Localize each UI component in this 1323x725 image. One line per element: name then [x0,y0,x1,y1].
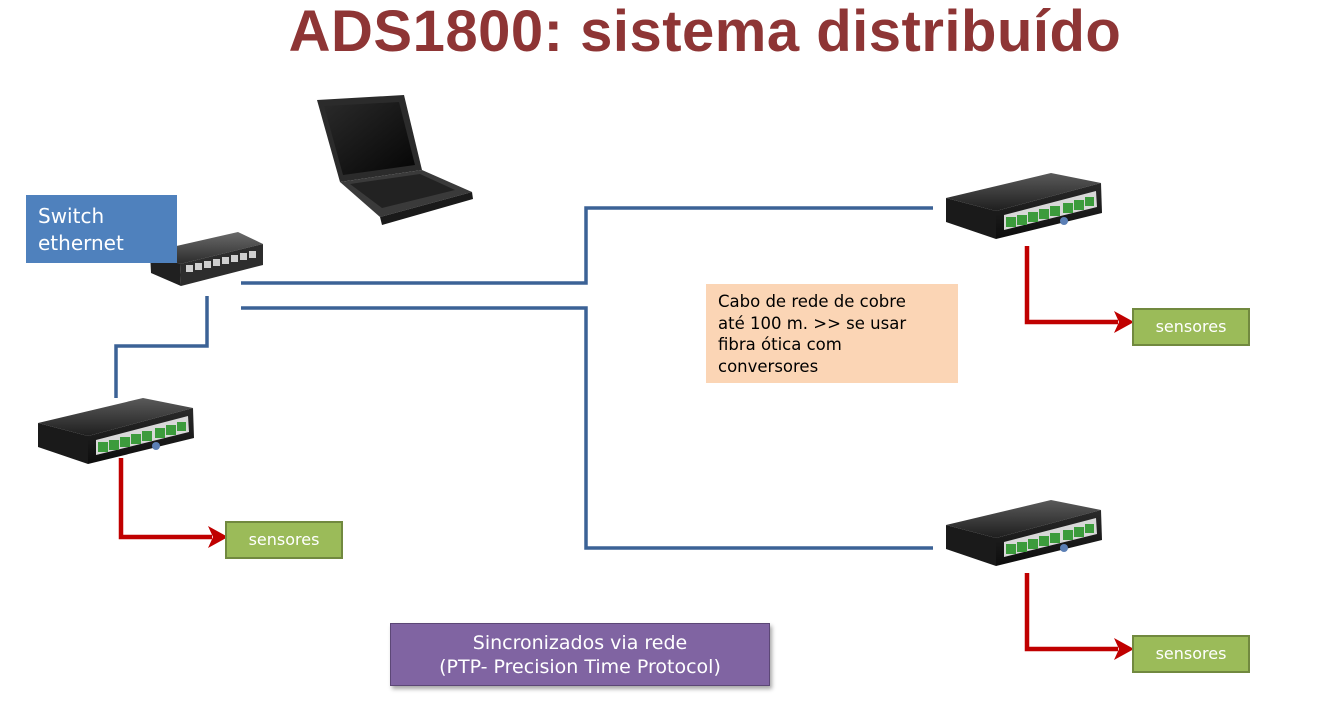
cable-note: Cabo de rede de cobre até 100 m. >> se u… [706,284,958,383]
sync-note: Sincronizados via rede (PTP- Precision T… [390,623,770,686]
ads1800-device-icon [38,398,194,464]
sensor-arrow-top-right [1024,246,1118,325]
sensor-box-top-right: sensores [1132,308,1250,346]
sensor-arrow-left [118,458,212,540]
page-title: ADS1800: sistema distribuído [288,0,1122,64]
network-cable-2 [241,306,933,550]
network-cable-1 [241,206,933,285]
sensor-box-bottom-right: sensores [1132,635,1250,673]
ads1800-device-icon [946,173,1102,239]
switch-label: Switch ethernet [26,195,177,263]
sensor-arrow-bottom-right [1024,573,1118,652]
ads1800-device-icon [946,500,1102,566]
network-cable-3 [114,296,209,398]
sensor-box-left: sensores [225,521,343,559]
laptop-icon [317,95,473,225]
